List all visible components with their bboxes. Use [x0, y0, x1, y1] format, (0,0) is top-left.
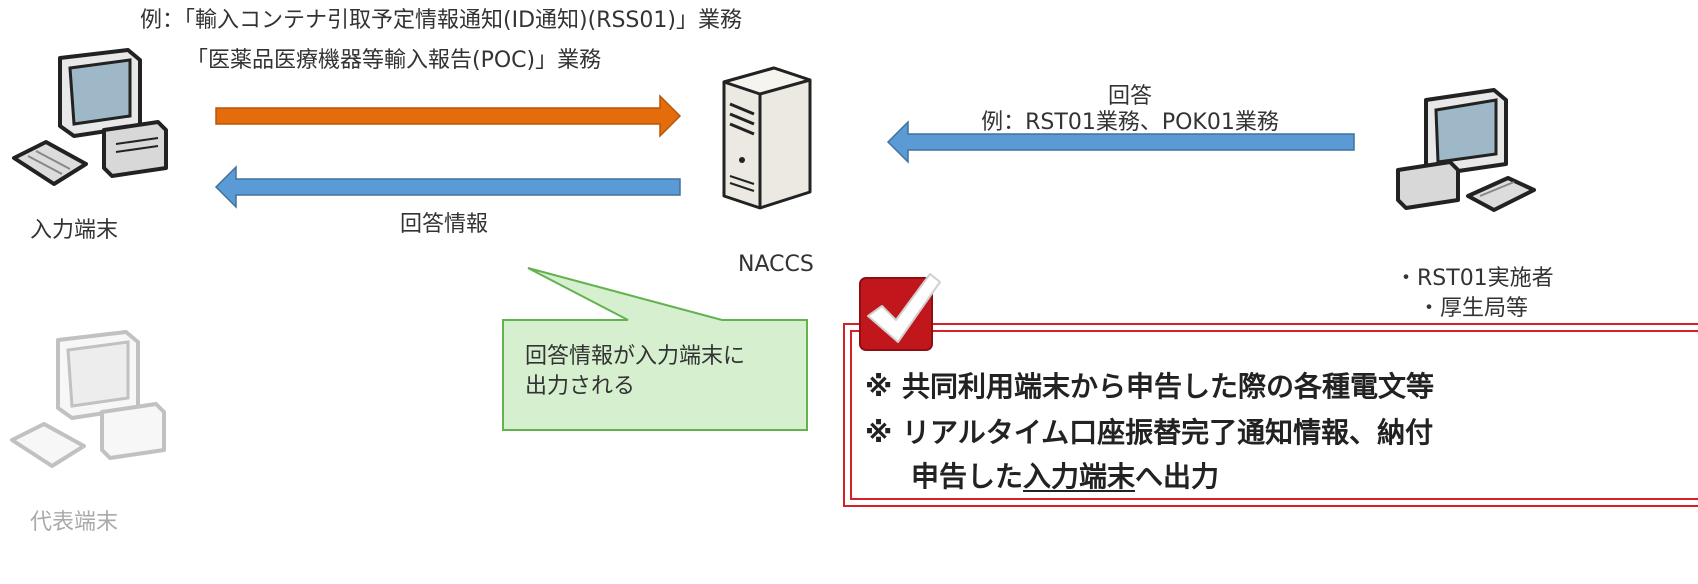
- rst01-implementer-label: ・RST01実施者: [1395, 266, 1554, 291]
- reply-right-line-2: 例：RST01業務、POK01業務: [981, 110, 1279, 135]
- representative-terminal-label: 代表端末: [30, 510, 119, 535]
- notice-line-3: 申告した入力端末へ出力: [911, 455, 1219, 495]
- rst01-terminal-icon: [1396, 88, 1536, 212]
- notice-line-2: ※ リアルタイム口座振替完了通知情報、納付: [865, 416, 1434, 449]
- reply-right-line-1: 回答: [1107, 84, 1152, 109]
- request-arrow: [215, 94, 682, 138]
- reply-info-label: 回答情報: [400, 212, 489, 237]
- notice-box: ※ 共同利用端末から申告した際の各種電文等 ※ リアルタイム口座振替完了通知情報…: [843, 323, 1698, 507]
- request-line-2: 「医薬品医療機器等輸入報告(POC)」業務: [186, 48, 602, 73]
- callout-line-2: 出力される: [525, 373, 636, 399]
- callout-line-1: 回答情報が入力端末に: [525, 344, 746, 369]
- representative-terminal-icon: [10, 330, 166, 468]
- reply-arrow-left: [214, 165, 681, 209]
- notice-box-inner-border: [850, 330, 1698, 500]
- input-terminal-label: 入力端末: [30, 218, 119, 243]
- callout-shape: [502, 267, 808, 431]
- reply-arrow-right: [886, 120, 1355, 164]
- notice-line-3-prefix: 申告した: [911, 460, 1024, 493]
- request-line-1: 例：「輸入コンテナ引取予定情報通知(ID通知)(RSS01)」業務: [140, 8, 742, 33]
- input-terminal-icon: [12, 48, 168, 186]
- callout-text: 回答情報が入力端末に 出力される: [503, 320, 807, 431]
- naccs-server-icon: [722, 66, 812, 210]
- naccs-label: NACCS: [738, 252, 814, 277]
- notice-line-3-suffix: へ出力: [1135, 460, 1220, 493]
- mhlw-label: ・厚生局等: [1418, 296, 1529, 321]
- notice-line-3-underlined: 入力端末: [1023, 460, 1136, 493]
- checkmark-icon: [859, 273, 941, 351]
- notice-line-1: ※ 共同利用端末から申告した際の各種電文等: [865, 370, 1434, 403]
